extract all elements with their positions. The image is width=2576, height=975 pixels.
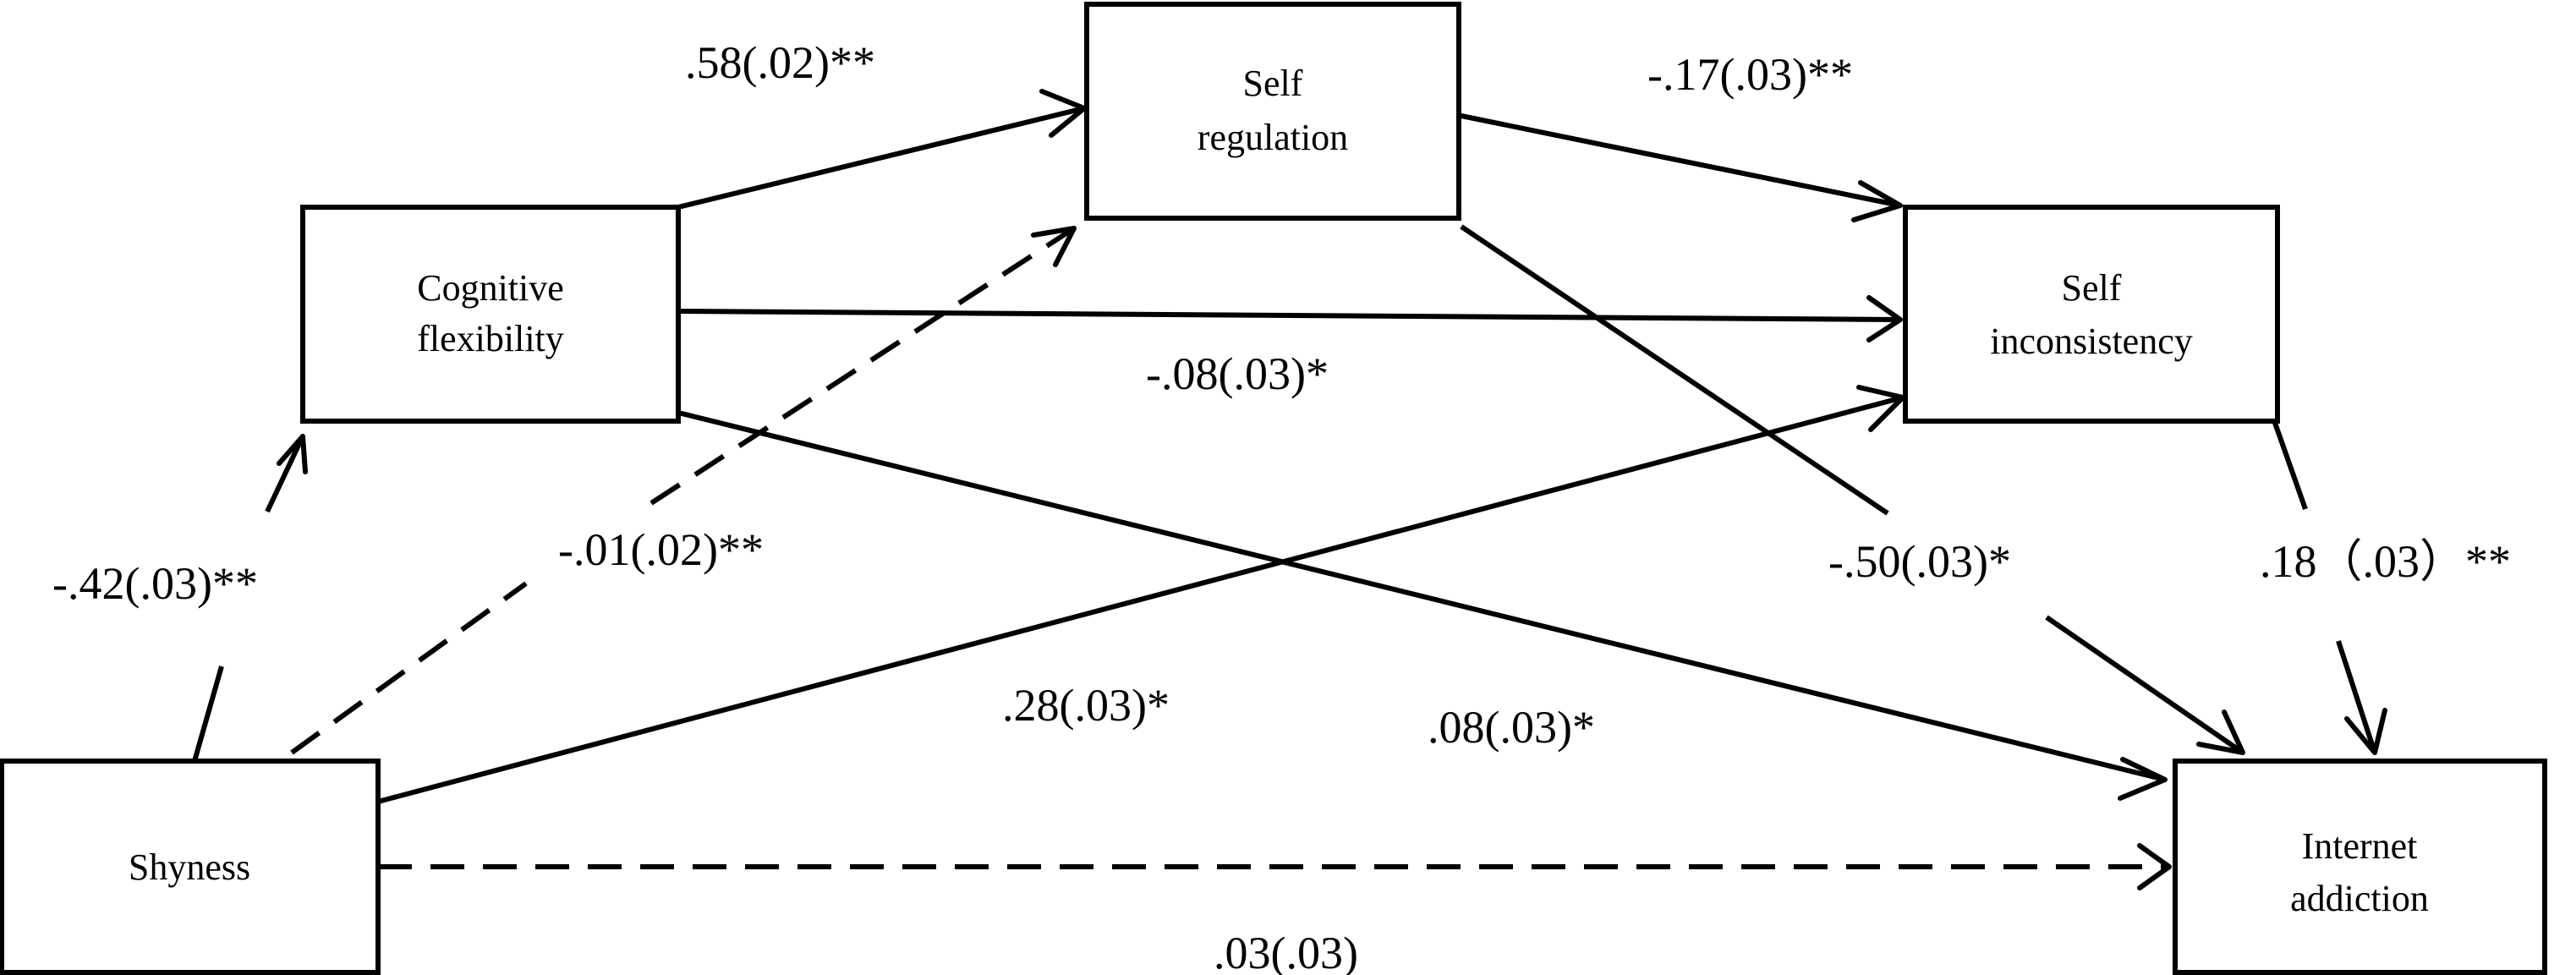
- coef-shyness-to-cognitive-flexibility: -.42(.03)**: [52, 558, 258, 609]
- coef-self-regulation-to-internet-addiction: -.50(.03)*: [1828, 536, 2011, 587]
- path-shyness-to-cognitive-flexibility: [192, 434, 308, 762]
- node-self-regulation-box: [1084, 2, 1461, 221]
- coef-self-inconsistency-to-internet-addiction: .18（.03）**: [2260, 536, 2511, 587]
- node-internet-addiction-box: [2173, 759, 2547, 975]
- path-self-inconsistency-to-internet-addiction: [2272, 422, 2387, 755]
- path-line-segment: [677, 309, 1901, 322]
- arrow-head-icon: [1866, 295, 1903, 342]
- path-cognitive-flexibility-to-self-regulation: [677, 89, 1087, 210]
- path-line-segment: [377, 395, 1904, 804]
- arrow-head-icon: [2137, 843, 2172, 890]
- node-self-regulation-label-line2: regulation: [1198, 117, 1348, 158]
- path-self-regulation-to-self-inconsistency: [1452, 112, 1903, 222]
- node-shyness-box: [0, 759, 381, 975]
- path-line-segment: [265, 435, 305, 513]
- node-internet-addiction: Internet addiction: [2173, 759, 2547, 975]
- path-line-segment: [290, 581, 528, 755]
- path-line-segment: [192, 666, 224, 762]
- arrow-head-icon: [2344, 708, 2387, 755]
- path-line-segment: [677, 106, 1085, 210]
- coef-cognitive-flexibility-to-self-regulation: .58(.02)**: [685, 37, 875, 88]
- coef-shyness-to-self-regulation: -.01(.02)**: [558, 524, 764, 575]
- node-self-inconsistency: Self inconsistency: [1903, 205, 2280, 424]
- coef-shyness-to-internet-addiction: .03(.03): [1214, 928, 1358, 975]
- node-cognitive-flexibility-label-line1: Cognitive: [417, 267, 564, 309]
- node-shyness: Shyness: [0, 759, 381, 975]
- node-self-inconsistency-label-line1: Self: [2062, 267, 2122, 309]
- coef-cognitive-flexibility-to-self-inconsistency: -.08(.03)*: [1146, 348, 1329, 399]
- path-line-segment: [2272, 422, 2308, 510]
- arrow-head-icon: [2118, 757, 2168, 801]
- coef-shyness-to-self-inconsistency: .28(.03)*: [1002, 680, 1170, 731]
- coef-self-regulation-to-self-inconsistency: -.17(.03)**: [1647, 49, 1853, 100]
- path-shyness-to-internet-addiction: [378, 843, 2172, 890]
- path-self-regulation-to-internet-addiction: [1460, 224, 2245, 755]
- node-self-regulation-label-line1: Self: [1243, 63, 1303, 104]
- arrow-head-icon: [277, 434, 308, 474]
- path-line-segment: [677, 410, 2166, 782]
- node-self-inconsistency-label-line2: inconsistency: [1990, 320, 2193, 362]
- path-line-segment: [2336, 640, 2377, 753]
- arrow-head-icon: [2196, 709, 2245, 755]
- coef-cognitive-flexibility-to-internet-addiction: .08(.03)*: [1428, 702, 1595, 753]
- node-self-inconsistency-box: [1903, 205, 2280, 424]
- path-cognitive-flexibility-to-self-inconsistency: [677, 295, 1903, 342]
- path-line-segment: [1452, 112, 1901, 208]
- arrow-head-icon: [1851, 180, 1903, 222]
- node-cognitive-flexibility-box: [300, 205, 681, 424]
- node-shyness-label: Shyness: [129, 846, 250, 888]
- path-shyness-to-self-inconsistency: [377, 385, 1905, 804]
- node-self-regulation: Self regulation: [1084, 2, 1461, 221]
- path-line-segment: [649, 226, 1076, 506]
- node-internet-addiction-label-line2: addiction: [2290, 878, 2429, 919]
- path-cognitive-flexibility-to-internet-addiction: [677, 410, 2168, 801]
- node-internet-addiction-label-line1: Internet: [2302, 825, 2418, 867]
- path-shyness-to-self-regulation: [290, 226, 1077, 755]
- node-cognitive-flexibility-label-line2: flexibility: [417, 318, 564, 359]
- node-cognitive-flexibility: Cognitive flexibility: [300, 205, 681, 424]
- path-line-segment: [2045, 615, 2244, 755]
- arrow-head-icon: [1031, 226, 1077, 267]
- path-line-segment: [1460, 224, 1889, 516]
